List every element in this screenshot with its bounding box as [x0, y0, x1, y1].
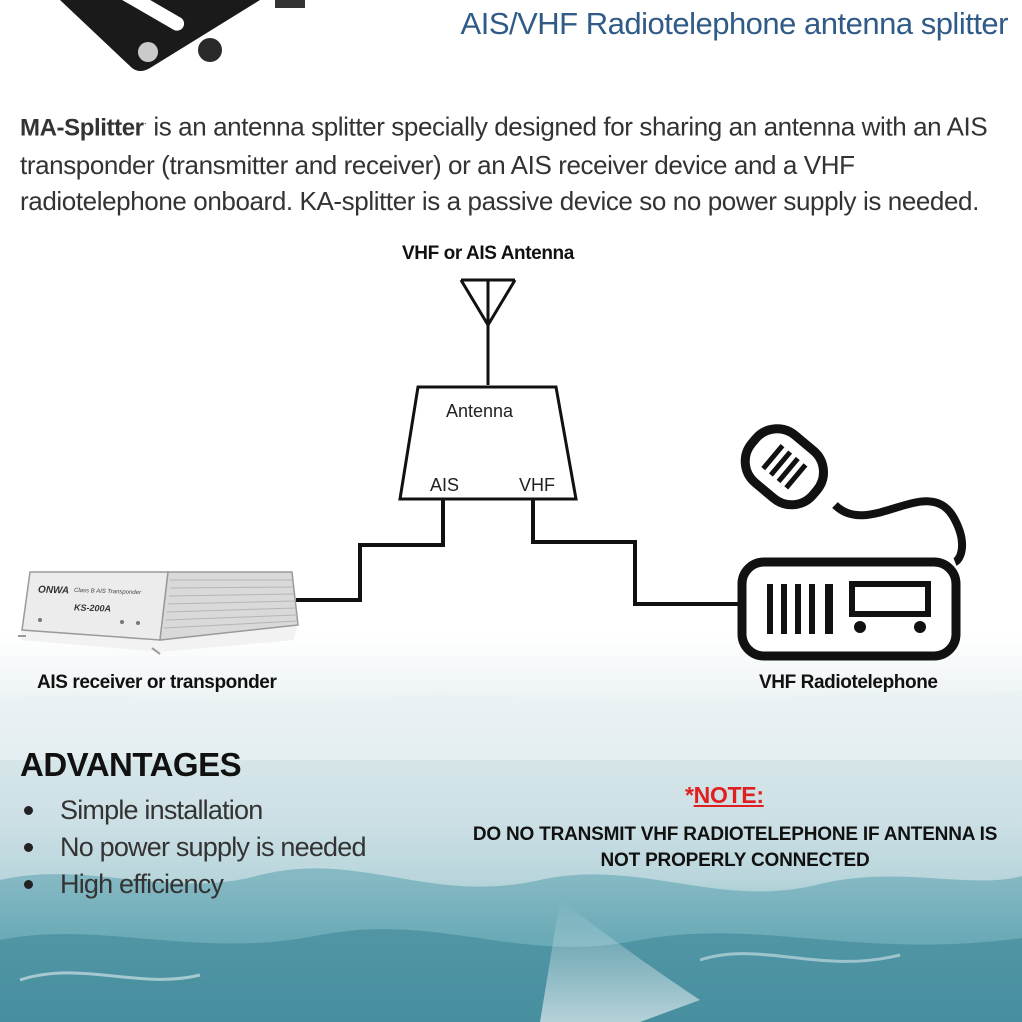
advantage-text: No power supply is needed: [60, 832, 367, 862]
list-item: High efficiency: [20, 866, 366, 903]
product-name: MA-Splitter: [20, 114, 144, 142]
ais-transponder-device: [18, 571, 299, 655]
note-heading: *NOTE:: [685, 782, 764, 809]
intro-text: is an antenna splitter specially designe…: [20, 111, 988, 216]
splitter-box-label: Antenna: [446, 401, 514, 421]
note-text: DO NO TRANSMIT VHF RADIOTELEPHONE IF ANT…: [472, 824, 998, 871]
vhf-port-label: VHF: [519, 475, 555, 495]
note-prefix: *: [685, 782, 694, 808]
ais-cable: [296, 499, 445, 602]
intro-paragraph: MA-Splitter· is an antenna splitter spec…: [20, 106, 1015, 219]
bullet-icon: [24, 806, 33, 815]
vhf-radiotelephone-icon: [737, 424, 967, 661]
antenna-label: VHF or AIS Antenna: [402, 243, 574, 264]
device-brand: ONWA: [37, 584, 70, 597]
right-device-caption: VHF Radiotelephone: [759, 672, 938, 693]
device-model: KS-200A: [73, 602, 112, 614]
advantage-text: High efficiency: [60, 869, 224, 899]
product-mark: ·: [143, 118, 147, 129]
product-photo-fragment: [60, 0, 305, 71]
splitter-box: [398, 385, 578, 501]
note-heading-text: NOTE:: [693, 782, 764, 808]
advantages-heading: ADVANTAGES: [20, 746, 242, 783]
left-device-caption: AIS receiver or transponder: [37, 672, 277, 693]
bullet-icon: [24, 843, 33, 852]
vhf-cable: [531, 499, 740, 606]
advantage-text: Simple installation: [60, 795, 263, 825]
antenna-icon: [459, 278, 517, 385]
bullet-icon: [24, 880, 33, 889]
ais-port-label: AIS: [430, 475, 460, 495]
advantages-list: Simple installation No power supply is n…: [20, 792, 367, 903]
splitter-wiring-diagram: [18, 278, 967, 661]
list-item: Simple installation: [20, 792, 366, 829]
list-item: No power supply is needed: [20, 829, 367, 866]
page-title: AIS/VHF Radiotelephone antenna splitter: [460, 6, 1009, 41]
